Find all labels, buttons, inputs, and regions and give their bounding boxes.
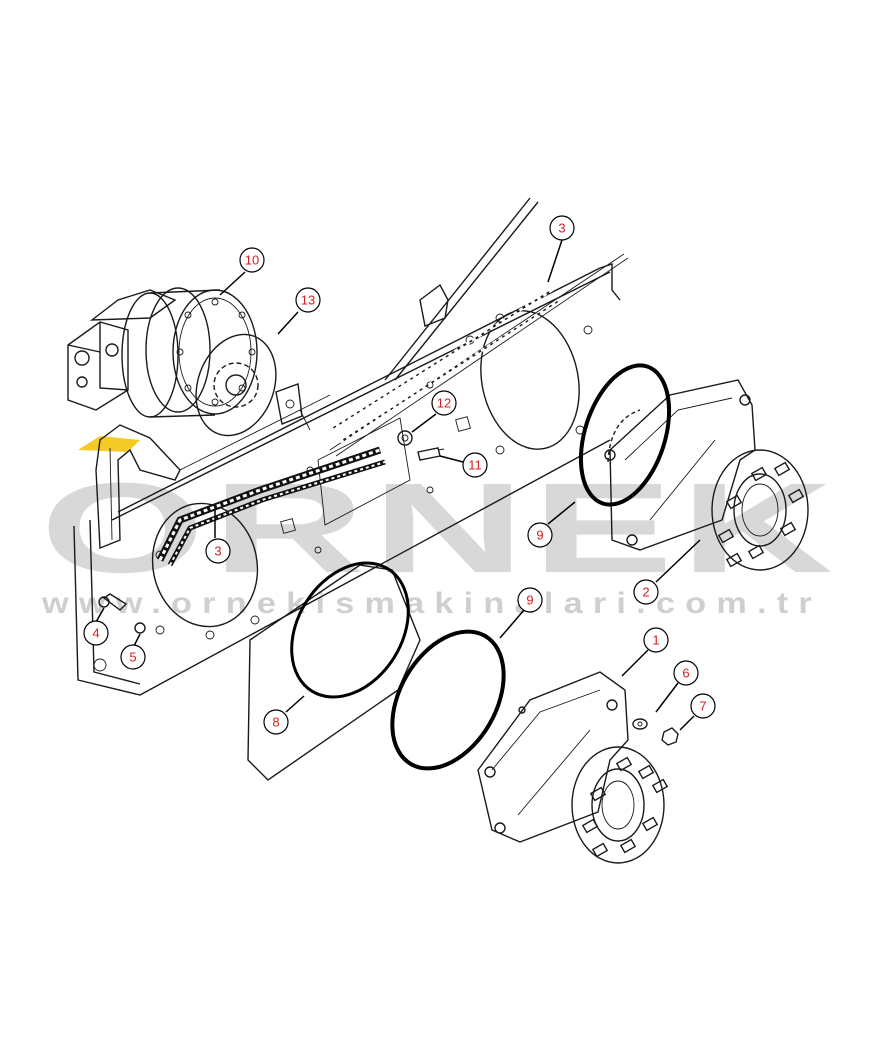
svg-text:6: 6 xyxy=(682,666,689,681)
callout-9-lower[interactable]: 9 xyxy=(499,587,543,639)
callouts: 10 13 3 12 11 3 xyxy=(83,215,716,735)
cover-gasket-plate xyxy=(247,561,421,781)
svg-text:10: 10 xyxy=(245,253,259,268)
motor-flange-bolts xyxy=(176,298,256,406)
o-ring-hub-lower xyxy=(390,629,506,771)
svg-text:7: 7 xyxy=(699,699,706,714)
watermark-url: www.ornekismakinalari.com.tr xyxy=(41,587,822,620)
watermark-accent-icon xyxy=(78,430,150,452)
svg-text:4: 4 xyxy=(92,626,99,641)
o-ring-hub-upper xyxy=(578,363,672,507)
tensioner-hardware xyxy=(397,430,445,461)
callout-4[interactable]: 4 xyxy=(83,607,109,646)
drive-chain-lower xyxy=(156,446,386,567)
svg-text:9: 9 xyxy=(536,528,543,543)
callout-1[interactable]: 1 xyxy=(621,627,669,677)
svg-text:13: 13 xyxy=(301,293,315,308)
svg-text:3: 3 xyxy=(214,544,221,559)
callout-13[interactable]: 13 xyxy=(277,287,321,335)
callout-3-upper[interactable]: 3 xyxy=(547,215,575,283)
hydraulic-drive-motor xyxy=(67,287,303,425)
washer-and-nut xyxy=(632,718,679,746)
svg-text:9: 9 xyxy=(526,593,533,608)
svg-text:3: 3 xyxy=(558,221,565,236)
frame-bolt-and-washer xyxy=(98,593,146,634)
wheel-studs-upper xyxy=(717,461,805,568)
callout-9-upper[interactable]: 9 xyxy=(527,501,576,548)
callout-12[interactable]: 12 xyxy=(411,390,457,433)
watermark: ORNEK www.ornekismakinalari.com.tr xyxy=(40,430,836,620)
callout-6[interactable]: 6 xyxy=(655,660,699,713)
svg-text:12: 12 xyxy=(437,396,451,411)
drive-chain-upper xyxy=(329,288,561,444)
callout-8[interactable]: 8 xyxy=(263,695,305,735)
svg-text:11: 11 xyxy=(468,458,482,473)
callout-3-lower[interactable]: 3 xyxy=(205,510,231,564)
chain-case-frame xyxy=(73,197,629,696)
callout-11[interactable]: 11 xyxy=(439,452,488,478)
callout-2[interactable]: 2 xyxy=(633,539,701,605)
svg-text:5: 5 xyxy=(129,650,136,665)
svg-text:1: 1 xyxy=(652,633,659,648)
callout-5[interactable]: 5 xyxy=(120,633,146,670)
wheel-studs-lower xyxy=(581,756,669,858)
svg-text:2: 2 xyxy=(642,585,649,600)
axle-hub-lower xyxy=(477,671,669,864)
callout-10[interactable]: 10 xyxy=(219,247,265,296)
callout-7[interactable]: 7 xyxy=(679,693,716,731)
svg-text:8: 8 xyxy=(272,715,279,730)
o-ring-motor xyxy=(195,333,277,437)
axle-hub-upper xyxy=(604,379,809,571)
